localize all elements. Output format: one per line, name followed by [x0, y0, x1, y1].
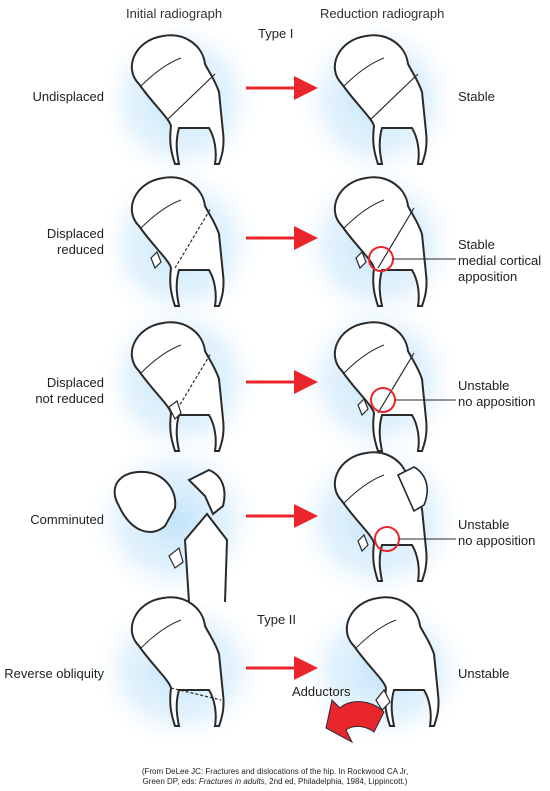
row-result-unstable: Unstable: [458, 378, 510, 393]
femur-initial-reverse-obliquity: [130, 596, 225, 727]
femur-reduction-reverse-obliquity: [345, 596, 440, 727]
femur-initial-displaced-not-reduced: [130, 321, 225, 452]
row-result-apposition: apposition: [458, 269, 518, 284]
citation-line-1: (From DeLee JC: Fractures and dislocatio…: [141, 767, 409, 776]
row-result-no-apposition-2: no apposition: [458, 533, 536, 548]
header-initial: Initial radiograph: [126, 6, 223, 21]
citation-suffix: , 2nd ed, Philadelphia, 1984, Lippincott…: [264, 777, 408, 786]
femur-reduction-displaced-reduced: [333, 176, 428, 307]
type-1-label: Type I: [258, 26, 294, 41]
femur-reduction-comminuted: [333, 451, 428, 582]
femur-reduction-displaced-not-reduced: [333, 321, 428, 452]
adductors-arrow: [325, 698, 385, 744]
adductors-label: Adductors: [292, 684, 351, 699]
citation-book-title: Fractures in adults: [198, 777, 265, 786]
row-label-comminuted: Comminuted: [30, 512, 104, 527]
row-label-undisplaced: Undisplaced: [32, 89, 104, 104]
row-result-stable: Stable: [458, 89, 495, 104]
row-label-not-reduced: not reduced: [35, 391, 104, 406]
femur-initial-undisplaced: [130, 34, 225, 166]
row-result-unstable-3: Unstable: [458, 666, 510, 681]
row-label-displaced-2: Displaced: [46, 375, 104, 390]
type-2-label: Type II: [257, 612, 297, 627]
row-label-reverse-obliquity: Reverse obliquity: [4, 666, 104, 681]
citation: (From DeLee JC: Fractures and dislocatio…: [0, 767, 550, 787]
citation-prefix: Green DP, eds:: [142, 777, 199, 786]
reduction-arrows: [246, 76, 318, 680]
header-reduction: Reduction radiograph: [320, 6, 445, 21]
row-result-no-apposition: no apposition: [458, 394, 536, 409]
femur-initial-comminuted: [113, 468, 229, 603]
apposition-markers: [368, 246, 456, 552]
femur-initial-displaced-reduced: [130, 176, 225, 307]
femur-reduction-undisplaced: [333, 34, 428, 166]
citation-line-2: Green DP, eds: Fractures in adults, 2nd …: [0, 777, 550, 787]
row-result-unstable-2: Unstable: [458, 517, 510, 532]
row-label-displaced: Displaced: [46, 226, 104, 241]
row-result-medial-cortical: medial cortical: [458, 253, 542, 268]
row-label-reduced: reduced: [57, 242, 104, 257]
row-result-stable-2: Stable: [458, 237, 495, 252]
